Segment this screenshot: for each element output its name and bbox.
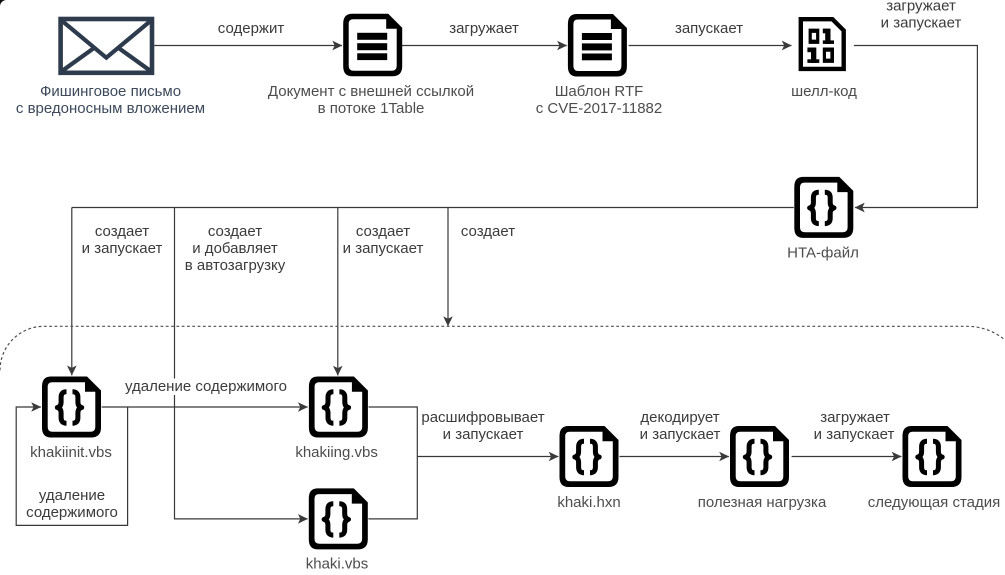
svg-text:создает: создает [461, 223, 515, 240]
svg-text:удаление содержимого: удаление содержимого [125, 378, 287, 395]
svg-text:создает: создает [95, 223, 149, 240]
svg-text:в потоке 1Table: в потоке 1Table [318, 100, 425, 117]
svg-text:с вредоносным вложением: с вредоносным вложением [16, 100, 205, 117]
svg-text:khakiing.vbs: khakiing.vbs [295, 444, 378, 461]
svg-text:содержимого: содержимого [26, 504, 118, 521]
svg-text:запускает: запускает [675, 20, 743, 37]
svg-text:Фишинговое письмо: Фишинговое письмо [40, 83, 181, 100]
svg-text:и запускает: и запускает [814, 426, 895, 443]
svg-text:удаление: удаление [39, 487, 105, 504]
svg-text:и запускает: и запускает [443, 426, 524, 443]
svg-text:загружает: загружает [886, 0, 956, 15]
svg-text:HTA-файл: HTA-файл [787, 245, 859, 262]
svg-text:и запускает: и запускает [640, 426, 721, 443]
svg-text:загружает: загружает [820, 409, 890, 426]
svg-text:Шаблон RTF: Шаблон RTF [555, 83, 644, 100]
svg-text:и запускает: и запускает [881, 15, 962, 32]
svg-text:и запускает: и запускает [343, 240, 424, 257]
svg-text:декодирует: декодирует [640, 409, 719, 426]
svg-text:khaki.vbs: khaki.vbs [306, 556, 369, 573]
svg-text:загружает: загружает [449, 20, 519, 37]
svg-text:шелл-код: шелл-код [791, 83, 857, 100]
svg-text:в автозагрузку: в автозагрузку [185, 257, 286, 274]
svg-text:создает: создает [208, 223, 262, 240]
svg-text:следующая стадия: следующая стадия [868, 494, 1001, 511]
svg-text:создает: создает [356, 223, 410, 240]
svg-text:с CVE-2017-11882: с CVE-2017-11882 [536, 100, 662, 117]
svg-text:и запускает: и запускает [82, 240, 163, 257]
svg-text:расшифровывает: расшифровывает [421, 409, 544, 426]
svg-text:полезная нагрузка: полезная нагрузка [698, 494, 827, 511]
svg-text:Документ с внешней ссылкой: Документ с внешней ссылкой [268, 83, 474, 100]
svg-text:khaki.hxn: khaki.hxn [557, 494, 620, 511]
svg-text:содержит: содержит [218, 20, 285, 37]
svg-text:и добавляет: и добавляет [192, 240, 278, 257]
svg-text:khakiinit.vbs: khakiinit.vbs [30, 444, 112, 461]
